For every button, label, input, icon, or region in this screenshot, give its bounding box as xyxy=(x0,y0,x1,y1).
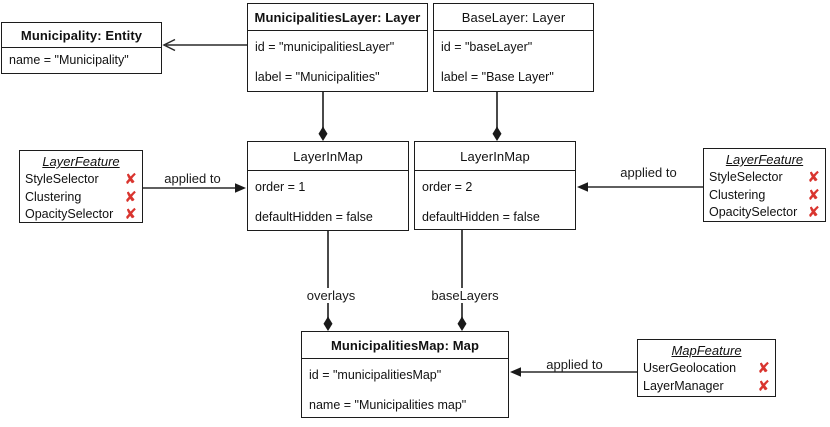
attribute: id = "municipalitiesLayer" xyxy=(255,40,395,54)
diamond-icon xyxy=(318,126,328,141)
node-layer-feature-left: LayerFeature StyleSelector ✘ Clustering … xyxy=(19,150,143,223)
excluded-x-icon: ✘ xyxy=(807,169,820,187)
feature-label: Clustering xyxy=(709,187,766,202)
feature-label: Clustering xyxy=(25,189,82,204)
node-municipalities-layer: MunicipalitiesLayer: Layer id = "municip… xyxy=(247,3,428,92)
edge-label-overlays: overlays xyxy=(300,288,362,303)
feature-item: OpacitySelector ✘ xyxy=(709,204,820,222)
feature-item: StyleSelector ✘ xyxy=(709,169,820,187)
node-title: LayerFeature xyxy=(725,152,804,167)
edge-label-baselayers: baseLayers xyxy=(427,288,503,303)
open-arrowhead-icon xyxy=(162,38,176,52)
feature-item: StyleSelector ✘ xyxy=(25,171,137,189)
feature-item: LayerManager ✘ xyxy=(643,378,770,396)
node-layer-in-map-1: LayerInMap order = 1 defaultHidden = fal… xyxy=(247,141,409,231)
attribute: order = 2 xyxy=(422,180,473,194)
node-layer-feature-right: LayerFeature StyleSelector ✘ Clustering … xyxy=(703,148,826,222)
excluded-x-icon: ✘ xyxy=(807,204,820,222)
feature-item: Clustering ✘ xyxy=(709,187,820,205)
feature-item: Clustering ✘ xyxy=(25,189,137,207)
attribute: label = "Municipalities" xyxy=(255,70,380,84)
diamond-icon xyxy=(323,316,333,331)
node-municipalities-map: MunicipalitiesMap: Map id = "municipalit… xyxy=(301,331,509,418)
attribute: defaultHidden = false xyxy=(255,210,373,224)
attribute: id = "municipalitiesMap" xyxy=(309,368,442,382)
attribute: id = "baseLayer" xyxy=(441,40,533,54)
node-title: MunicipalitiesLayer: Layer xyxy=(248,4,427,31)
node-title: MapFeature xyxy=(671,343,742,358)
attribute: name = "Municipality" xyxy=(9,53,129,67)
feature-label: UserGeolocation xyxy=(643,361,737,375)
excluded-x-icon: ✘ xyxy=(757,377,770,395)
feature-item: UserGeolocation ✘ xyxy=(643,360,770,378)
edge-label-applied-to-left: applied to xyxy=(164,171,221,186)
node-base-layer: BaseLayer: Layer id = "baseLayer" label … xyxy=(433,3,594,92)
diamond-icon xyxy=(457,316,467,331)
node-map-feature: MapFeature UserGeolocation ✘ LayerManage… xyxy=(637,339,776,397)
feature-item: OpacitySelector ✘ xyxy=(25,206,137,224)
node-title: Municipality: Entity xyxy=(2,23,161,48)
excluded-x-icon: ✘ xyxy=(124,171,137,189)
filled-arrowhead-icon xyxy=(577,182,588,192)
node-layer-in-map-2: LayerInMap order = 2 defaultHidden = fal… xyxy=(414,141,576,230)
edge-label-applied-to-map: applied to xyxy=(546,357,603,372)
attribute: label = "Base Layer" xyxy=(441,70,554,84)
diamond-icon xyxy=(492,126,502,141)
node-title: MunicipalitiesMap: Map xyxy=(302,332,508,359)
feature-label: LayerManager xyxy=(643,378,724,393)
attribute: name = "Municipalities map" xyxy=(309,398,467,412)
excluded-x-icon: ✘ xyxy=(757,360,770,378)
attribute: order = 1 xyxy=(255,180,306,194)
filled-arrowhead-icon xyxy=(510,367,521,377)
feature-label: StyleSelector xyxy=(25,172,99,186)
node-title: LayerFeature xyxy=(42,154,120,169)
excluded-x-icon: ✘ xyxy=(124,206,137,224)
filled-arrowhead-icon xyxy=(235,183,246,193)
feature-label: StyleSelector xyxy=(709,170,783,184)
excluded-x-icon: ✘ xyxy=(807,186,820,204)
node-title: LayerInMap xyxy=(248,142,408,171)
excluded-x-icon: ✘ xyxy=(124,188,137,206)
feature-label: OpacitySelector xyxy=(25,207,114,221)
node-title: LayerInMap xyxy=(415,142,575,171)
node-municipality: Municipality: Entity name = "Municipalit… xyxy=(1,22,162,74)
edge-label-applied-to-right: applied to xyxy=(620,165,677,180)
node-title: BaseLayer: Layer xyxy=(434,4,593,31)
feature-label: OpacitySelector xyxy=(709,205,798,219)
attribute: defaultHidden = false xyxy=(422,210,540,224)
